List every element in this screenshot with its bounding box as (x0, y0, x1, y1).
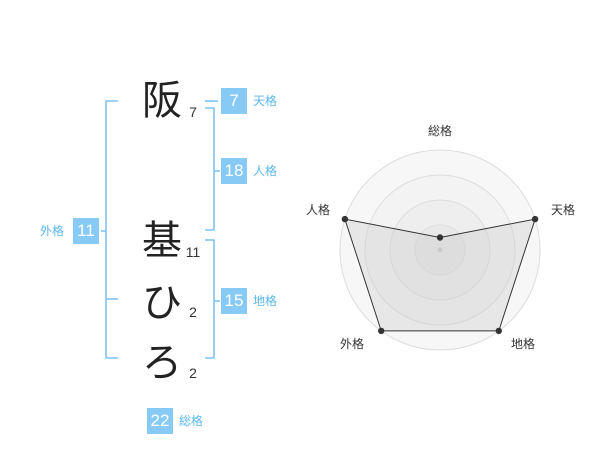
radar-point-2 (495, 327, 502, 335)
radar-point-4 (341, 215, 349, 223)
radar-point-3 (378, 327, 385, 335)
tenkaku-value-box: 7 (221, 88, 247, 114)
soukaku-value-box: 22 (147, 408, 173, 434)
chikaku-value-box: 15 (221, 288, 247, 314)
chikaku-label: 地格 (253, 294, 278, 308)
stroke-count-1: 7 (189, 104, 197, 120)
jinkaku-value-box: 18 (221, 158, 247, 184)
radar-point-0 (436, 234, 444, 241)
jinkaku-bracket (205, 107, 215, 231)
chikaku-bracket (205, 239, 215, 359)
name-char-1: 阪 (142, 78, 182, 124)
soukaku-label: 総格 (179, 414, 204, 428)
radar-label-jinkaku: 人格 (306, 203, 331, 217)
radar-center (437, 247, 443, 253)
name-char-2: 基 (142, 218, 182, 264)
name-char-4: ろ (142, 340, 182, 386)
tenkaku-label: 天格 (253, 94, 278, 108)
radar-label-gaikaku: 外格 (340, 337, 365, 351)
gaikaku-label: 外格 (40, 224, 65, 238)
stroke-count-4: 2 (189, 365, 197, 381)
radar-point-1 (531, 215, 539, 223)
radar-data-polygon (344, 218, 536, 332)
name-char-3: ひ (142, 280, 182, 326)
gaikaku-value-box: 11 (73, 218, 99, 244)
stroke-count-2: 11 (185, 244, 201, 260)
radar-label-soukaku: 総格 (428, 124, 453, 138)
stroke-count-3: 2 (189, 304, 197, 320)
radar-label-chikaku: 地格 (511, 337, 536, 351)
gaikaku-bracket (105, 100, 118, 359)
radar-label-tenkaku: 天格 (551, 203, 576, 217)
jinkaku-label: 人格 (253, 164, 278, 178)
